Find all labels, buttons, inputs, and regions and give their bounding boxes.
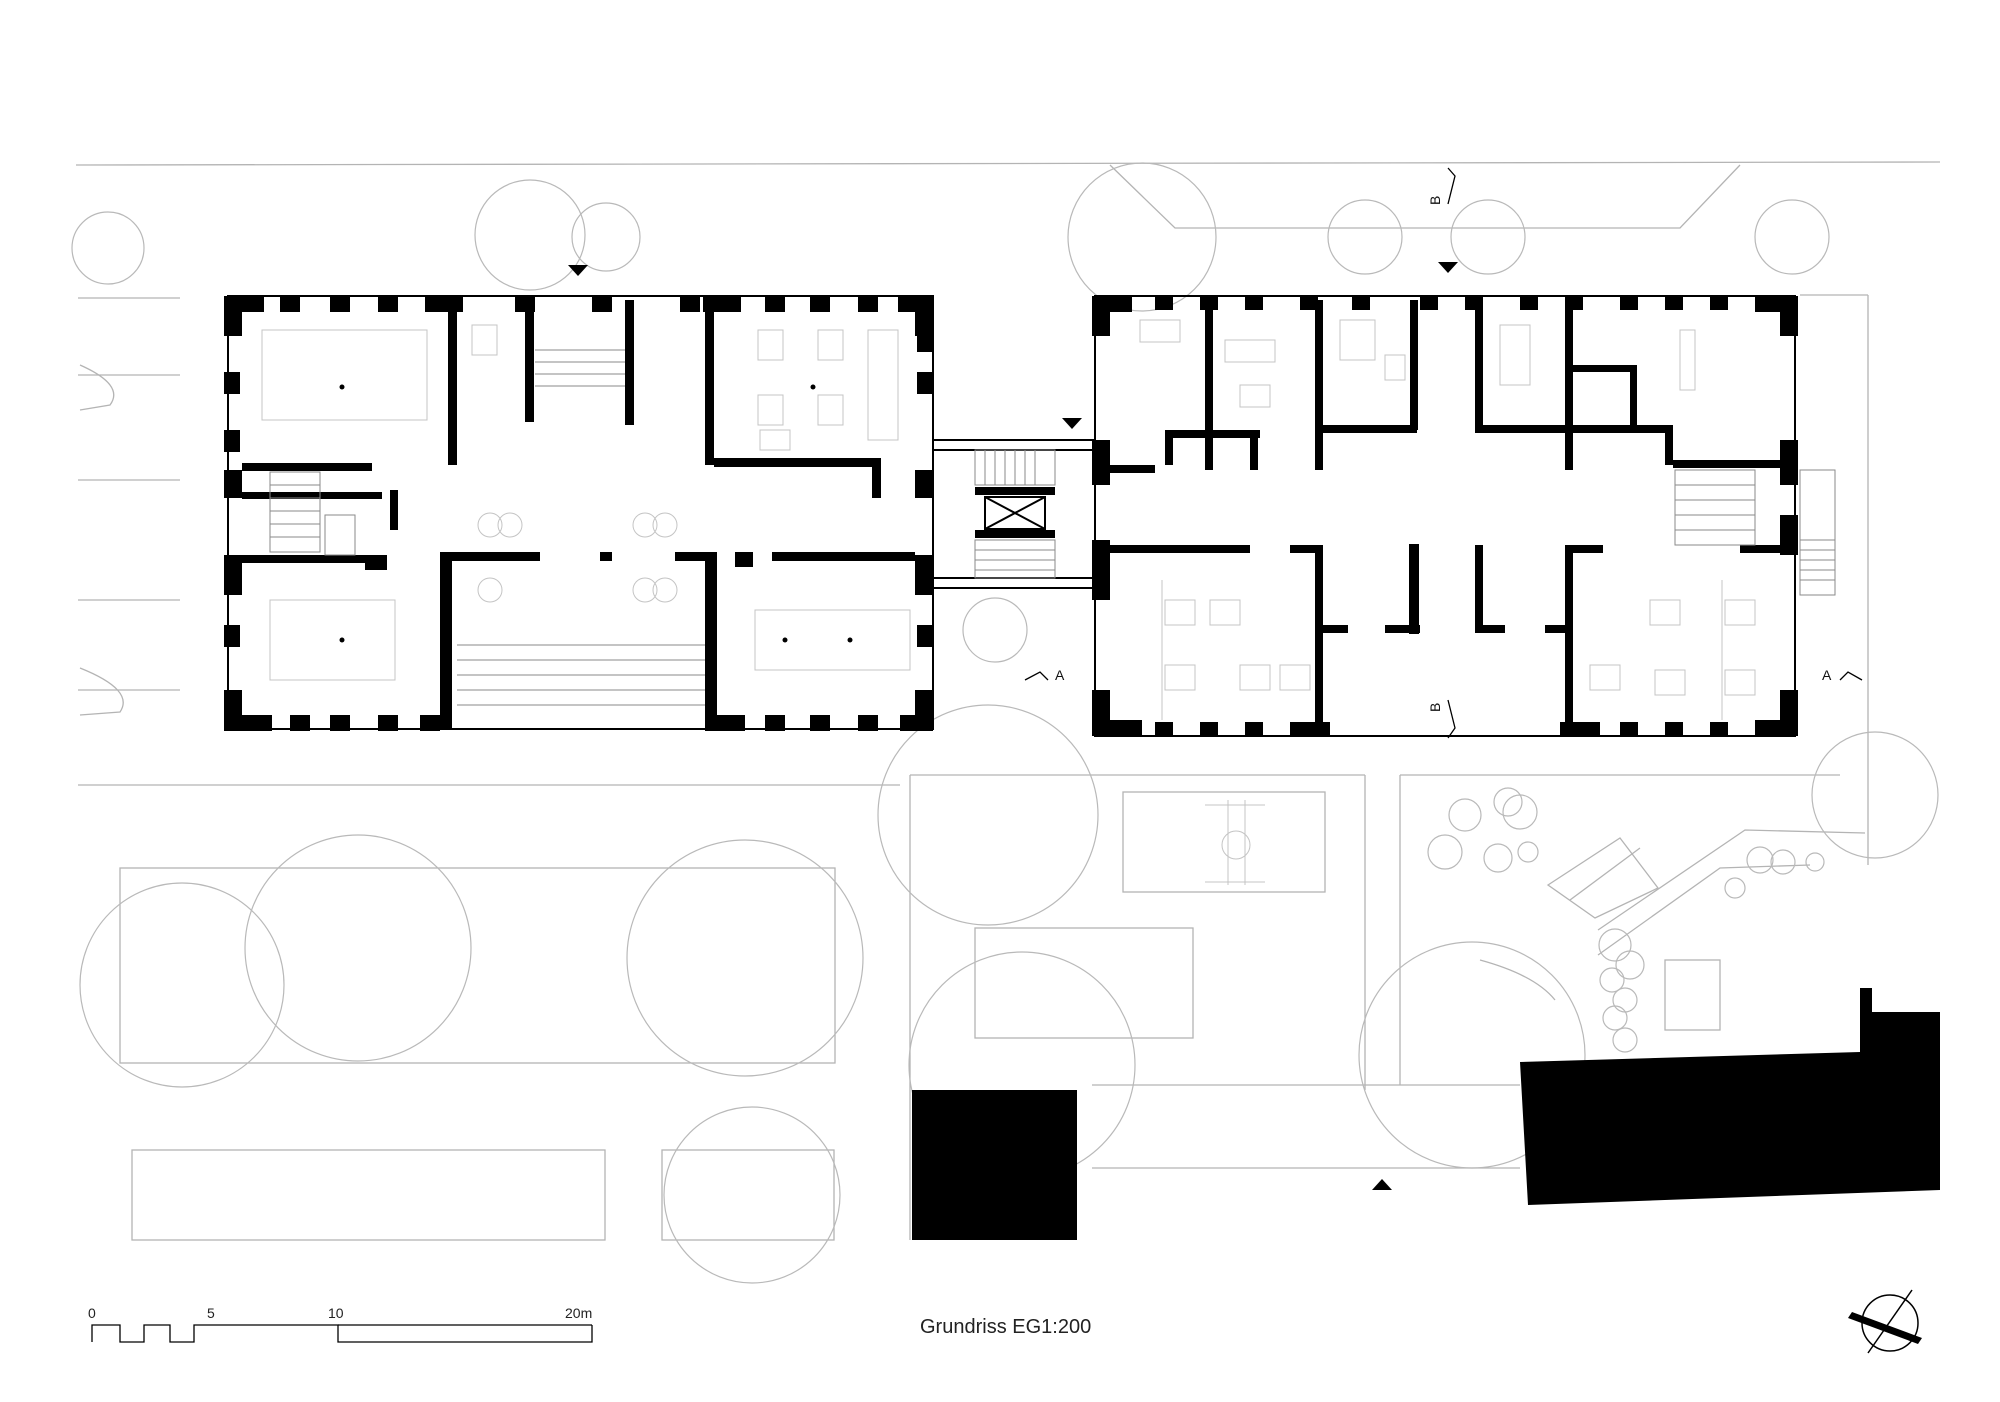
building-west xyxy=(224,295,934,731)
furniture-east xyxy=(1139,319,1756,720)
drawing-title: Grundriss EG1:200 xyxy=(920,1316,1091,1338)
scale-tick-5: 5 xyxy=(207,1305,215,1321)
connector-link xyxy=(933,439,1095,589)
neighbouring-buildings xyxy=(912,988,1940,1240)
building-east xyxy=(1092,295,1836,737)
svg-text:A: A xyxy=(1822,667,1832,683)
piers-south-east xyxy=(1155,722,1728,736)
scale-tick-0: 0 xyxy=(88,1305,96,1321)
scale-tick-10: 10 xyxy=(328,1305,344,1321)
section-marker-a-left: A xyxy=(1024,667,1065,683)
scale-tick-20m: 20m xyxy=(565,1305,592,1321)
trees xyxy=(71,162,1939,1284)
svg-text:B: B xyxy=(1427,196,1443,205)
section-marker-b-bottom: B xyxy=(1427,699,1456,739)
section-marker-a-right: A xyxy=(1822,667,1863,683)
scale-bar: 0 5 10 20m xyxy=(88,1305,593,1343)
site-context xyxy=(75,161,1941,1241)
playground-equipment xyxy=(1205,800,1265,885)
entrance-steps-west xyxy=(457,349,705,706)
svg-text:A: A xyxy=(1055,667,1065,683)
piers-south xyxy=(290,715,878,731)
stair-west xyxy=(269,471,356,556)
entrance-arrow-icon xyxy=(568,262,1458,1190)
north-arrow-icon xyxy=(1848,1289,1922,1354)
section-marker-b-top: B xyxy=(1427,167,1456,205)
svg-text:B: B xyxy=(1427,703,1443,712)
piers-north-east xyxy=(1155,296,1728,310)
piers-north xyxy=(280,296,878,312)
stair-east xyxy=(1674,469,1836,596)
furniture-west xyxy=(261,324,911,681)
